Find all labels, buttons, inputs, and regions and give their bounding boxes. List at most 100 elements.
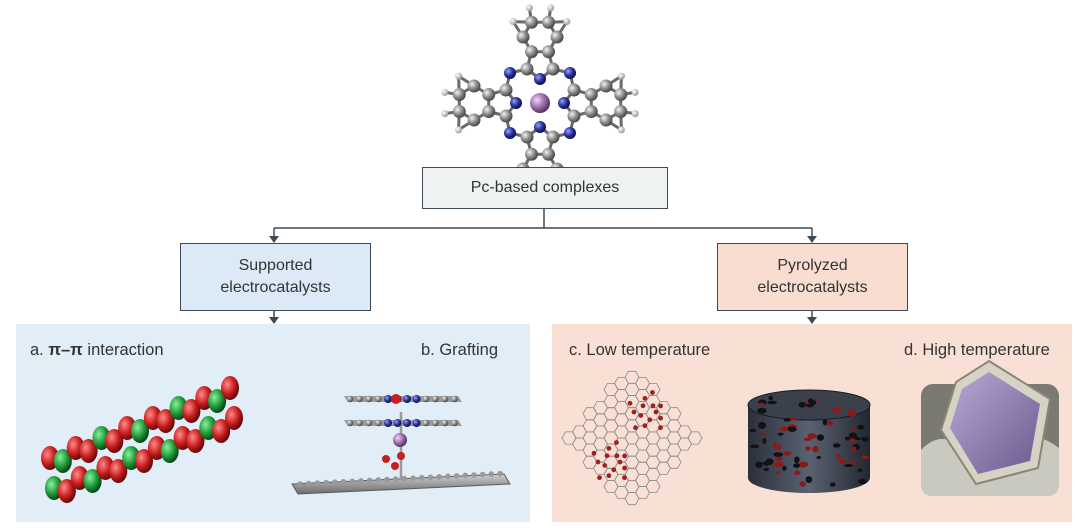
pore: [758, 402, 765, 406]
carbon-atom: [356, 419, 363, 427]
graphene-atom: [384, 476, 390, 483]
nitrogen-atom: [384, 419, 392, 427]
pore: [835, 454, 842, 460]
nitrogen-atom: [403, 395, 411, 403]
carbon-atom: [542, 147, 555, 161]
active-site-atom: [614, 453, 620, 459]
pyrolyzed-label-line1: Pyrolyzed: [777, 257, 848, 274]
pore: [805, 446, 811, 451]
arrow-head: [807, 317, 817, 324]
pore: [762, 438, 767, 445]
active-site-atom: [653, 409, 659, 415]
graphene-atom: [340, 478, 347, 485]
graphene-atom: [401, 475, 408, 482]
pore: [851, 446, 857, 452]
pore: [772, 442, 777, 449]
active-site-atom: [642, 395, 648, 401]
carbon-atom: [567, 109, 581, 123]
carbon-atom: [452, 88, 466, 101]
supported-label-line1: Supported: [238, 257, 313, 274]
supported-node-box: Supported electrocatalysts: [180, 243, 371, 311]
carbon-atom: [365, 395, 373, 403]
orbital-lobe-red: [182, 399, 201, 423]
pore: [749, 428, 757, 433]
pore: [861, 436, 869, 442]
active-site-atom: [638, 413, 644, 418]
pore: [776, 471, 781, 475]
pore: [812, 445, 819, 453]
nitrogen-atom: [510, 97, 522, 109]
pyrolyzed-label-line2: electrocatalysts: [757, 279, 868, 296]
pore: [782, 465, 787, 471]
active-site-atom: [658, 403, 664, 409]
active-site-atom: [595, 459, 601, 465]
pore: [768, 395, 774, 401]
graphene-with-fe-n4-sites: [561, 370, 703, 506]
pore: [816, 455, 822, 459]
hydrogen-atom: [509, 18, 517, 26]
hex-core: [950, 372, 1040, 474]
pore: [858, 478, 867, 485]
active-site-atom: [602, 463, 608, 468]
carbon-atom: [482, 88, 496, 101]
carbon-atom: [451, 419, 458, 427]
hydrogen-atom: [441, 110, 449, 118]
pore: [794, 470, 801, 476]
graphene-hexagon: [645, 467, 661, 481]
pore: [849, 460, 856, 466]
graphene-sheet: [291, 473, 511, 495]
pore: [773, 461, 784, 468]
carbon-atom: [441, 395, 449, 403]
carbon-atom: [546, 62, 560, 76]
hexagonal-particle-on-carbon: [921, 359, 1059, 496]
metal-atom: [530, 93, 550, 113]
pore: [793, 463, 801, 468]
active-site-atom: [650, 403, 656, 409]
graphene-atom: [419, 474, 425, 481]
nitrogen-atom: [564, 67, 576, 79]
nitrogen-atom: [393, 419, 402, 427]
carbon-atom: [542, 45, 555, 59]
orbital-lobe-red: [221, 376, 239, 400]
arrow-head: [269, 236, 279, 243]
pore: [787, 426, 797, 432]
carbon-atom: [356, 395, 363, 403]
active-site-atom: [606, 473, 612, 479]
active-site-atom: [640, 403, 646, 409]
pore: [799, 481, 806, 487]
orbital-lobe-green: [83, 469, 102, 493]
orbital-lobe-red: [105, 429, 124, 453]
carbon-atom: [467, 79, 481, 93]
pore: [829, 482, 836, 487]
carbon-atom: [422, 395, 430, 403]
pore: [760, 432, 768, 437]
panel-c-label: c. Low temperature: [569, 341, 711, 359]
graphene-hexagon: [687, 431, 703, 445]
pore: [848, 432, 858, 439]
pore: [762, 461, 773, 466]
orbital-lobe-green: [160, 439, 179, 463]
graphene-hexagon: [666, 407, 682, 421]
carbon-atom: [441, 419, 449, 427]
pore: [794, 456, 800, 464]
hydrogen-atom: [617, 72, 625, 80]
carbon-atom: [467, 113, 481, 127]
pore: [779, 426, 789, 432]
orbital-lobe-red: [135, 449, 153, 473]
hydrogen-atom: [631, 88, 639, 96]
graphene-atom: [410, 475, 416, 481]
pore: [822, 418, 828, 426]
carbon-atom: [614, 105, 628, 118]
nitrogen-atom: [504, 67, 516, 79]
graphene-atom: [392, 476, 399, 482]
nitrogen-atom: [412, 419, 421, 427]
pore: [857, 424, 865, 430]
pore: [798, 401, 806, 408]
carbon-atom: [375, 419, 382, 427]
pore: [832, 443, 841, 448]
graphene-hexagon: [666, 443, 682, 457]
carbon-atom: [584, 105, 598, 118]
pore: [783, 417, 791, 422]
panel-a-label: a. π–π interaction: [30, 341, 164, 359]
